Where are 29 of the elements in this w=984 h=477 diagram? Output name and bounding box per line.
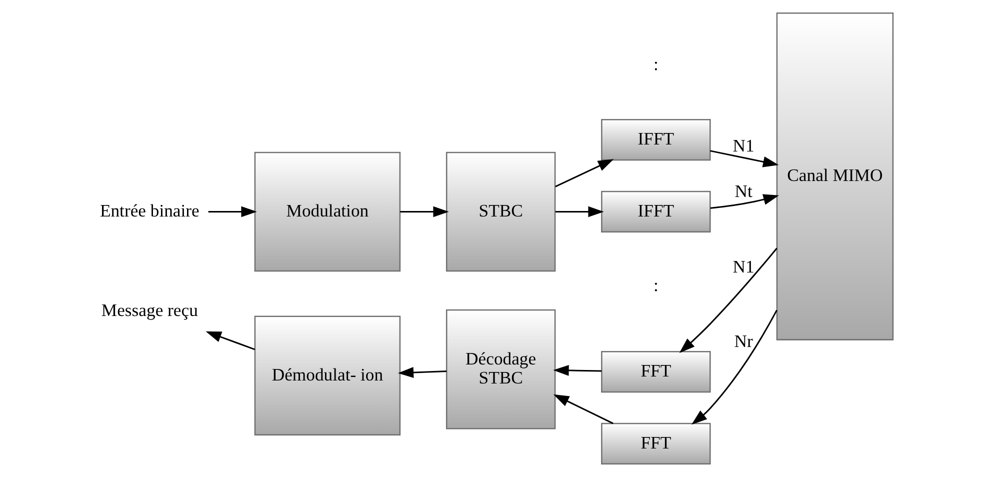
- node-box: IFFT: [601, 119, 711, 161]
- edge-label: Nr: [734, 330, 753, 351]
- node-box: IFFT: [601, 190, 711, 232]
- arrow: [710, 194, 779, 209]
- node-box: Modulation: [254, 152, 401, 272]
- arrow: [710, 150, 779, 168]
- node-text: Entrée binaire: [100, 200, 200, 220]
- arrow: [692, 310, 778, 425]
- arrow: [553, 364, 602, 376]
- label: :: [653, 274, 658, 295]
- arrow: [553, 394, 614, 424]
- arrow: [400, 206, 449, 218]
- arrow: [398, 367, 447, 378]
- arrow: [206, 331, 256, 350]
- node-box: FFT: [601, 351, 711, 393]
- edge-label: Nt: [734, 180, 752, 201]
- arrow: [679, 248, 778, 354]
- node-box: STBC: [446, 152, 556, 272]
- node-box: Décodage STBC: [446, 309, 556, 430]
- edge-label: N1: [732, 135, 754, 156]
- arrow: [555, 206, 604, 218]
- arrow: [208, 206, 257, 218]
- node-text: Message reçu: [101, 300, 198, 320]
- node-box: Canal MIMO: [776, 12, 894, 340]
- arrow: [555, 159, 614, 188]
- node-box: FFT: [601, 422, 711, 464]
- label: :: [653, 54, 658, 74]
- node-box: Démodulat- ion: [254, 316, 401, 436]
- edge-label: N1: [732, 256, 754, 276]
